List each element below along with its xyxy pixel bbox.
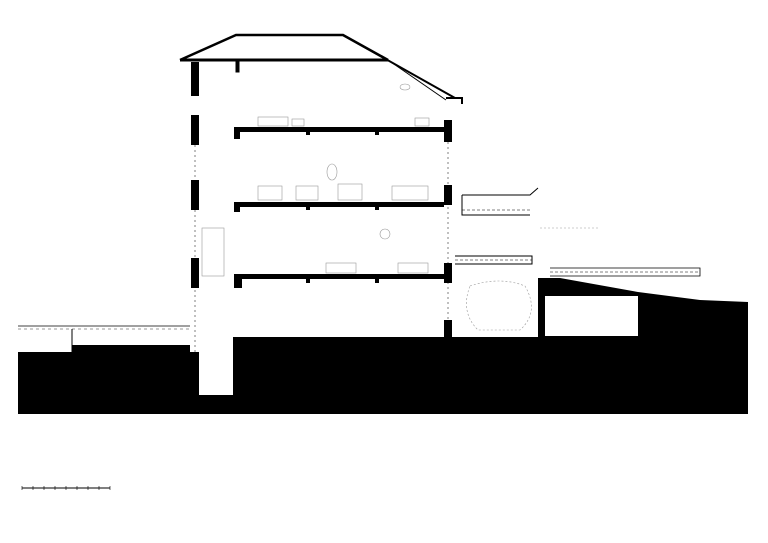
left-exterior-wall [191,62,199,395]
scale-bar [21,486,111,490]
right-exterior-wall [444,120,452,337]
left-ground-surface [18,325,190,352]
floor-slabs [234,127,444,288]
basement-void [199,290,638,395]
pitched-roof [179,33,463,104]
furniture [201,83,430,277]
terrace-steps [455,187,701,331]
ground-mass [18,278,748,414]
